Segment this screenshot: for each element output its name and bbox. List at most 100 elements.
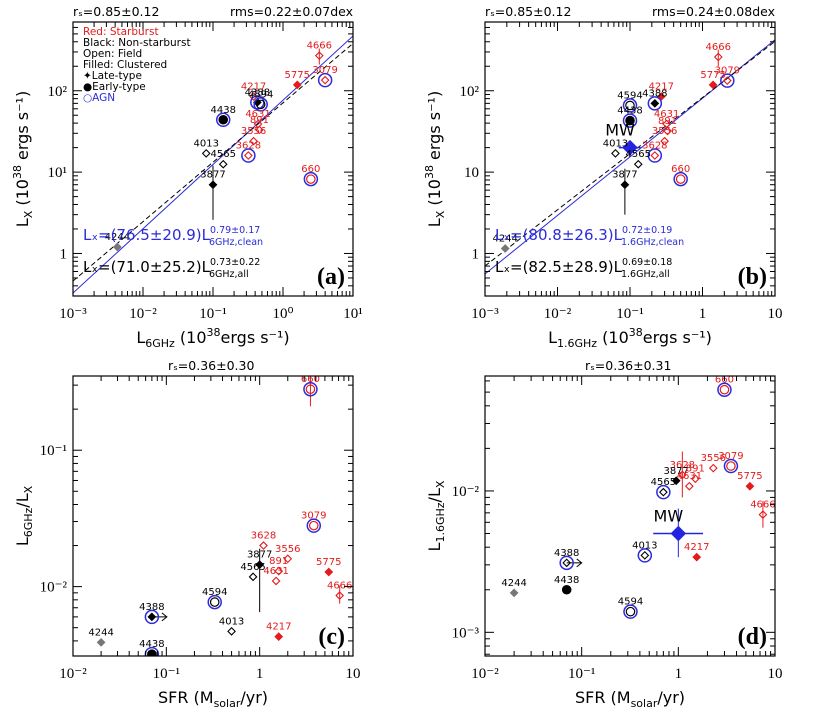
marker-late-type — [684, 481, 694, 491]
marker-late-type — [650, 151, 660, 160]
data-point-4565 — [218, 159, 228, 169]
marker-late-type — [708, 463, 718, 473]
point-label: 4631 — [245, 109, 270, 120]
y-axis-label: LX (1038 ergs s⁻¹) — [423, 91, 447, 227]
point-label: 4438 — [139, 639, 164, 650]
y-axis-label-end: ergs s⁻¹) — [13, 91, 32, 165]
marker-late-type — [509, 588, 519, 598]
marker-late-type — [335, 591, 345, 600]
fit-line-all — [485, 41, 775, 267]
point-label: 4244 — [492, 234, 517, 245]
data-point-4217 — [274, 632, 284, 641]
point-label: 3877 — [200, 170, 225, 181]
x-axis-label: SFR (Msolar/yr) — [575, 688, 685, 710]
marker-late-type — [660, 136, 669, 146]
x-tick-label: 10 — [346, 666, 361, 682]
x-axis-label-main: SFR (M — [575, 688, 631, 707]
point-label: 3628 — [251, 531, 276, 542]
data-point-3628 — [677, 451, 687, 498]
y-axis-label-main: L — [425, 218, 444, 227]
x-axis-label-rest: /yr) — [240, 688, 268, 707]
marker-early-type — [625, 100, 635, 111]
point-label: 4217 — [241, 81, 266, 92]
marker-late-type — [500, 244, 510, 253]
data-point-3079 — [723, 458, 739, 474]
data-point-5775 — [745, 481, 755, 491]
marker-late-type — [650, 98, 660, 108]
legend-entry: ✦Late-type — [83, 70, 142, 82]
data-point-4666 — [314, 48, 324, 65]
marker-early-type — [209, 597, 220, 607]
legend-entry: Open: Field — [83, 48, 142, 60]
point-label: 4388 — [139, 602, 164, 613]
x-axis-label-sup: 38 — [629, 326, 643, 339]
point-label: 4217 — [649, 81, 674, 92]
point-label: 4244 — [501, 578, 526, 589]
data-point-4594 — [253, 97, 268, 112]
point-label: MW — [605, 121, 635, 140]
point-label: 4013 — [603, 138, 628, 149]
marker-late-type — [259, 541, 268, 550]
agn-ring — [250, 95, 265, 110]
fit-line-clean — [73, 35, 353, 294]
data-point-5775 — [324, 567, 334, 577]
agn-ring — [673, 171, 688, 187]
marker-late-type — [324, 567, 334, 577]
y-tick-label: 10² — [48, 84, 68, 100]
point-label: 660 — [671, 164, 690, 175]
x-axis-label-main: L — [548, 328, 557, 347]
marker-late-type — [243, 151, 253, 160]
point-label: 4013 — [632, 540, 657, 551]
agn-ring — [622, 98, 638, 113]
point-label: 4631 — [263, 566, 288, 577]
point-label: 5775 — [316, 557, 341, 568]
point-label: 4244 — [105, 232, 130, 243]
x-tick-label: 10⁻¹ — [199, 306, 226, 322]
marker-early-type — [255, 99, 266, 110]
data-point-4013 — [201, 148, 211, 158]
y-tick-label: 1 — [60, 246, 68, 262]
data-point-4438 — [215, 112, 231, 128]
point-label: 4594 — [202, 587, 227, 598]
point-label: 4565 — [626, 149, 651, 160]
data-point-3556 — [249, 136, 258, 146]
marker-late-type — [713, 52, 723, 62]
point-label: 4666 — [706, 42, 731, 53]
y-tick-label: 10 — [464, 165, 479, 181]
y-axis-label: L6GHz/LX — [13, 485, 35, 546]
x-axis-label: SFR (Msolar/yr) — [158, 688, 268, 710]
x-axis-label-sub: solar — [631, 697, 658, 710]
x-tick-label: 10⁻³ — [59, 306, 87, 322]
data-point-5775 — [708, 80, 718, 90]
point-label: 4594 — [617, 90, 642, 101]
marker-late-type — [96, 638, 106, 647]
data-point-3079 — [317, 72, 333, 88]
data-point-3628 — [647, 148, 663, 163]
data-point-4244 — [96, 638, 106, 647]
y-axis-label-sub: X — [434, 210, 447, 218]
point-label: 660 — [301, 164, 320, 175]
x-tick-label: 10¹ — [343, 306, 363, 322]
limit-arrow-head — [161, 612, 168, 622]
data-point-4244 — [112, 242, 122, 252]
marker-late-type — [255, 125, 264, 135]
x-axis-label: L6GHz (1038ergs s⁻¹) — [136, 326, 289, 350]
x-axis-label: L1.6GHz (1038ergs s⁻¹) — [548, 326, 712, 350]
marker-early-type — [305, 384, 316, 395]
point-label: 3877 — [663, 466, 688, 477]
point-label: 4631 — [677, 471, 702, 482]
correlation-coefficient: rₛ=0.36±0.30 — [168, 358, 254, 373]
y-tick-label: 10¹ — [48, 165, 68, 181]
data-point-4013 — [611, 148, 620, 158]
point-label: 4217 — [684, 542, 709, 553]
x-tick-label: 10⁻² — [544, 306, 572, 322]
agn-ring — [622, 113, 638, 128]
agn-ring — [637, 548, 653, 563]
agn-ring — [303, 171, 319, 187]
data-point-4631 — [684, 481, 694, 491]
data-point-4388 — [559, 555, 583, 571]
x-tick-label: 10⁻² — [59, 666, 87, 682]
marker-late-type — [758, 510, 768, 519]
